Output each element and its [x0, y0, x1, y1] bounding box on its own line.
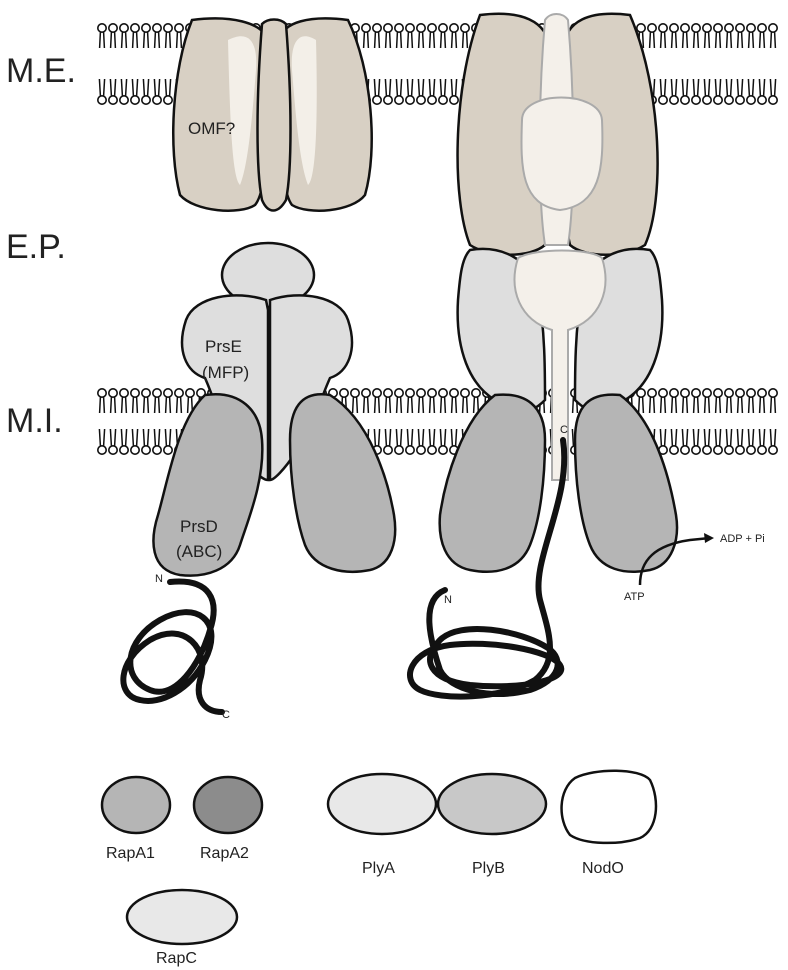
left-omf-right-lobe: [279, 18, 371, 210]
legend-swatch-rapc: [127, 890, 237, 944]
prse-label: PrsE: [205, 337, 242, 356]
legend-swatch-rapa2: [194, 777, 262, 833]
right-abc-left: [440, 395, 545, 572]
legend: RapA1 RapA2 RapC PlyA PlyB NodO: [102, 771, 656, 967]
left-omf-channel: [258, 20, 291, 211]
right-complex: C N ATP ADP + Pi: [410, 14, 765, 697]
left-complex: OMF? PrsE (MFP) PrsD (ABC) N C: [123, 18, 395, 721]
legend-label-nodo: NodO: [582, 860, 624, 877]
left-c-terminus: C: [222, 709, 230, 721]
inner-membrane-label: M.I.: [6, 402, 63, 440]
atp-label: ATP: [624, 591, 645, 603]
mfp-label: (MFP): [202, 363, 249, 382]
outer-membrane-label: M.E.: [6, 52, 76, 90]
atp-arrowhead: [704, 533, 714, 543]
right-n-terminus: N: [444, 594, 452, 606]
legend-label-plya: PlyA: [362, 860, 395, 877]
legend-label-plyb: PlyB: [472, 860, 505, 877]
right-c-terminus: C: [560, 424, 568, 436]
right-abc-right: [575, 395, 677, 572]
periplasm-label: E.P.: [6, 228, 66, 266]
abc-label: (ABC): [176, 542, 222, 561]
adp-pi-label: ADP + Pi: [720, 533, 765, 545]
prsd-label: PrsD: [180, 517, 218, 536]
right-omf-inner: [521, 98, 602, 211]
legend-swatch-nodo: [562, 771, 656, 843]
legend-label-rapc: RapC: [156, 950, 197, 967]
legend-label-rapa1: RapA1: [106, 845, 155, 862]
left-omf: [173, 18, 268, 210]
left-n-terminus: N: [155, 573, 163, 585]
legend-swatch-rapa1: [102, 777, 170, 833]
legend-swatch-plya: [328, 774, 436, 834]
omf-label: OMF?: [188, 119, 235, 138]
legend-label-rapa2: RapA2: [200, 845, 249, 862]
legend-swatch-plyb: [438, 774, 546, 834]
left-abc-right: [290, 394, 395, 572]
left-substrate-coil: [123, 582, 222, 712]
